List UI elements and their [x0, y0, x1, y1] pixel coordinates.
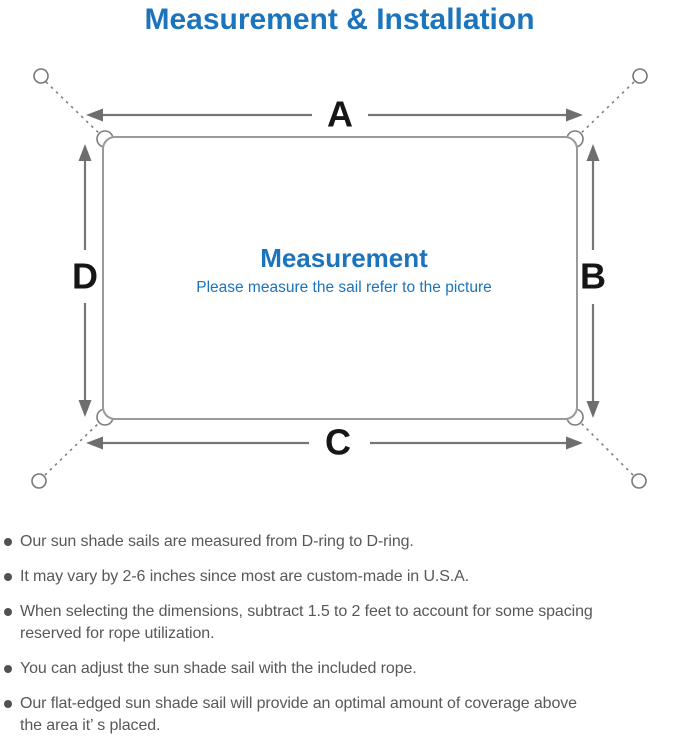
note-line: When selecting the dimensions, subtract …	[20, 603, 593, 620]
measurement-diagram-svg: A C D B Measurement Please meas	[31, 68, 648, 489]
anchor-ring-bottom-right	[631, 473, 647, 489]
dim-label-d: D	[72, 256, 98, 297]
page-title: Measurement & Installation	[144, 3, 535, 36]
dim-d-arrowhead-down	[78, 400, 92, 417]
bullet-icon	[4, 700, 12, 708]
bullet-icon	[4, 538, 12, 546]
note-text: It may vary by 2-6 inches since most are…	[20, 566, 672, 588]
dim-d-arrowhead-up	[78, 144, 92, 161]
list-item: When selecting the dimensions, subtract …	[4, 601, 672, 645]
dim-label-c: C	[325, 422, 351, 463]
list-item: Our flat-edged sun shade sail will provi…	[4, 693, 672, 737]
rope-dashed-line-bottom-left	[44, 417, 105, 476]
dim-c-arrowhead-left	[86, 436, 103, 450]
dim-a-arrowhead-left	[86, 108, 103, 122]
note-text: Our flat-edged sun shade sail will provi…	[20, 693, 672, 737]
dim-label-b: B	[580, 256, 606, 297]
note-line: You can adjust the sun shade sail with t…	[20, 660, 417, 677]
dim-b-arrowhead-up	[586, 144, 600, 161]
list-item: Our sun shade sails are measured from D-…	[4, 531, 672, 553]
dim-arrow-b: B	[580, 144, 606, 418]
anchor-ring-bottom-left	[31, 473, 47, 489]
note-line: Our flat-edged sun shade sail will provi…	[20, 695, 577, 712]
rope-dashed-line-top-left	[45, 81, 105, 139]
rope-dashed-line-bottom-right	[575, 417, 634, 476]
anchor-rings	[31, 68, 648, 489]
dim-c-arrowhead-right	[566, 436, 583, 450]
diagram-center-title: Measurement	[260, 243, 428, 273]
measurement-diagram: A C D B Measurement Please meas	[0, 58, 679, 528]
bullet-icon	[4, 573, 12, 581]
anchor-ring-top-right	[632, 68, 648, 84]
dim-b-arrowhead-down	[586, 401, 600, 418]
anchor-ring-top-left	[33, 68, 49, 84]
note-text: When selecting the dimensions, subtract …	[20, 601, 672, 645]
list-item: It may vary by 2-6 inches since most are…	[4, 566, 672, 588]
sail-outline	[102, 136, 578, 420]
dim-arrow-c: C	[86, 422, 583, 463]
dim-a-arrowhead-right	[566, 108, 583, 122]
note-text: You can adjust the sun shade sail with t…	[20, 658, 672, 680]
dim-label-a: A	[327, 94, 353, 135]
dim-arrow-d: D	[72, 144, 98, 417]
dim-arrow-a: A	[86, 94, 583, 135]
list-item: You can adjust the sun shade sail with t…	[4, 658, 672, 680]
notes-list: Our sun shade sails are measured from D-…	[4, 531, 672, 750]
note-line: reserved for rope utilization.	[20, 625, 215, 642]
note-line: It may vary by 2-6 inches since most are…	[20, 568, 470, 585]
note-line: Our sun shade sails are measured from D-…	[20, 533, 414, 550]
bullet-icon	[4, 608, 12, 616]
note-line: the area it’ s placed.	[20, 717, 161, 734]
bullet-icon	[4, 665, 12, 673]
rope-dashed-line-top-right	[575, 81, 635, 139]
note-text: Our sun shade sails are measured from D-…	[20, 531, 672, 553]
diagram-center-subtitle: Please measure the sail refer to the pic…	[196, 279, 492, 296]
